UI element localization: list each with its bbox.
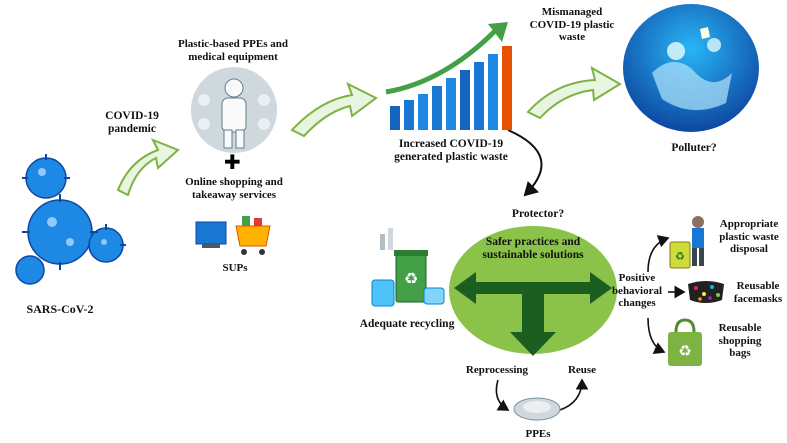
label-online: Online shopping and takeaway services xyxy=(185,176,283,201)
svg-text:♻: ♻ xyxy=(678,342,691,360)
facemask-icon xyxy=(688,281,724,303)
svg-text:♻: ♻ xyxy=(404,269,418,288)
face-shield-icon xyxy=(513,397,561,421)
label-polluter: Polluter? xyxy=(671,142,717,154)
svg-text:♻: ♻ xyxy=(675,250,685,263)
disposal-person-icon: ♻ xyxy=(669,216,704,269)
arrow-reprocessing xyxy=(495,379,510,411)
solutions-circle xyxy=(449,226,617,356)
label-protector: Protector? xyxy=(511,208,565,220)
recycling-bins-icon: ♻ xyxy=(371,228,445,307)
label-facemasks: Reusable facemasks xyxy=(733,280,783,305)
label-reprocessing: Reprocessing xyxy=(465,364,529,376)
shopping-bag-icon: ♻ xyxy=(668,318,702,366)
label-sups: SUPs xyxy=(222,262,248,274)
growth-chart-icon xyxy=(385,22,512,130)
label-mismanaged: Mismanaged COVID-19 plastic waste xyxy=(529,6,615,44)
label-reuse: Reuse xyxy=(567,364,597,376)
ppe-worker-icon xyxy=(191,67,277,153)
label-sars: SARS-CoV-2 xyxy=(26,302,94,316)
arrow-reuse xyxy=(559,378,589,411)
plus-icon: ✚ xyxy=(224,150,241,174)
shopping-icon xyxy=(195,216,271,255)
label-increased: Increased COVID-19 generated plastic was… xyxy=(394,138,508,164)
arrow-to-disposal xyxy=(647,235,670,273)
arrow-virus-to-ppe xyxy=(116,138,180,197)
label-ppes: PPEs xyxy=(525,428,551,440)
label-safer: Safer practices and sustainable solution… xyxy=(482,236,584,262)
label-disposal: Appropriate plastic waste disposal xyxy=(719,218,779,256)
label-ppe: Plastic-based PPEs and medical equipment xyxy=(177,38,288,63)
label-positive: Positive behavioral changes xyxy=(611,272,663,310)
arrow-chart-to-ocean xyxy=(526,65,622,120)
ocean-pollution-icon xyxy=(623,4,759,132)
arrow-ppe-to-chart xyxy=(290,81,378,138)
arrow-to-protector xyxy=(507,129,543,197)
label-recycling: Adequate recycling xyxy=(359,318,455,330)
label-bags: Reusable shopping bags xyxy=(718,322,762,360)
arrow-to-bags xyxy=(647,317,666,355)
virus-icon xyxy=(15,154,126,285)
label-pandemic: COVID-19 pandemic xyxy=(105,110,159,136)
